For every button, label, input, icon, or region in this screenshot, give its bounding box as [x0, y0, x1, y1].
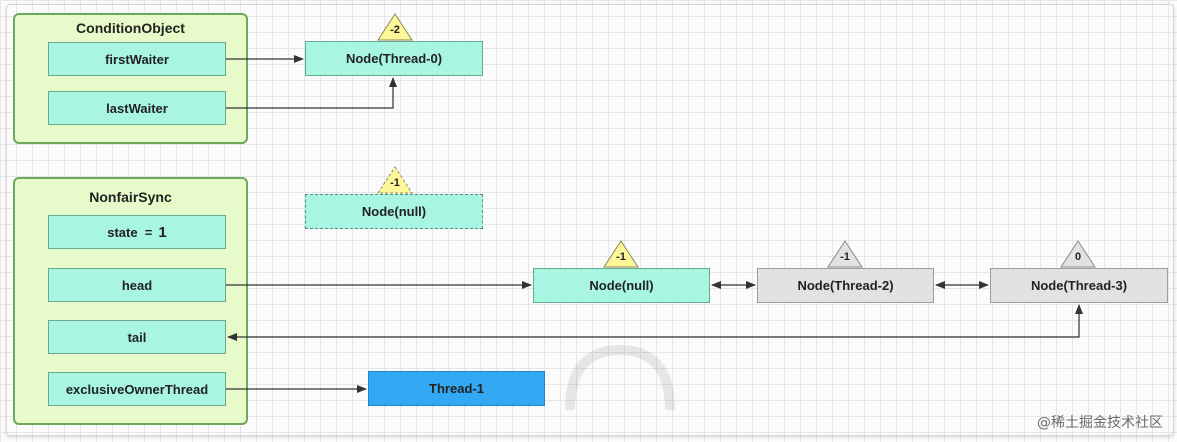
wait-status-thread-2: -1: [827, 240, 863, 268]
head-field[interactable]: head: [48, 268, 226, 302]
node-null-head[interactable]: Node(null): [533, 268, 710, 303]
wait-status-thread-3-value: 0: [1074, 251, 1082, 263]
arrow-tail: [227, 304, 1083, 341]
exclusive-owner-thread-field[interactable]: exclusiveOwnerThread: [48, 372, 226, 406]
state-value: 1: [158, 223, 167, 241]
nonfair-sync-title: NonfairSync: [89, 189, 172, 205]
last-waiter-field[interactable]: lastWaiter: [48, 91, 226, 125]
wait-status-thread-0-value: -2: [390, 24, 400, 36]
state-field[interactable]: state = 1: [48, 215, 226, 249]
first-waiter-field[interactable]: firstWaiter: [48, 42, 226, 76]
wait-status-null-dashed-value: -1: [390, 177, 400, 189]
wait-status-thread-2-value: -1: [840, 251, 850, 263]
node-null-dashed[interactable]: Node(null): [305, 194, 483, 229]
condition-object-title: ConditionObject: [76, 20, 185, 36]
wait-status-thread-3: 0: [1060, 240, 1096, 268]
wait-status-null-dashed: -1: [377, 166, 413, 194]
arrow-last-waiter: [226, 77, 397, 109]
thread-1-node[interactable]: Thread-1: [368, 371, 545, 406]
watermark-logo-icon: [565, 344, 675, 411]
wait-status-thread-0: -2: [377, 13, 413, 41]
node-thread-0[interactable]: Node(Thread-0): [305, 41, 483, 76]
tail-field[interactable]: tail: [48, 320, 226, 354]
state-label: state =: [107, 224, 153, 240]
wait-status-null-head: -1: [603, 240, 639, 268]
wait-status-null-head-value: -1: [616, 251, 626, 263]
node-thread-3[interactable]: Node(Thread-3): [990, 268, 1168, 303]
node-thread-2[interactable]: Node(Thread-2): [757, 268, 934, 303]
watermark-text: @稀土掘金技术社区: [1037, 415, 1163, 431]
